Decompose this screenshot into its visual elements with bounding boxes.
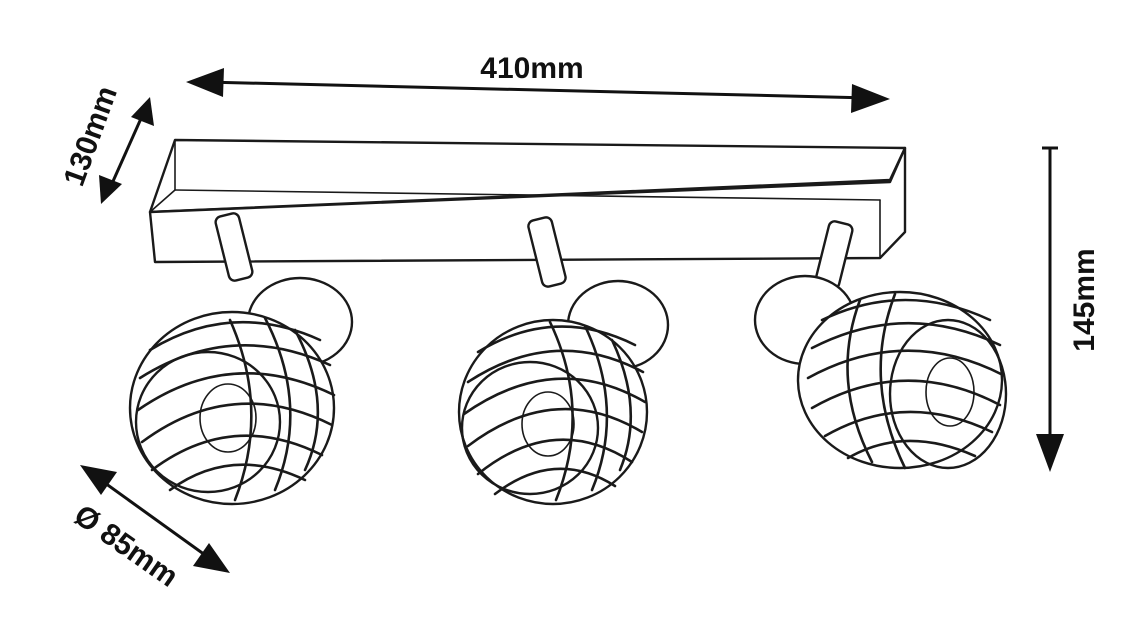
depth-label: 130mm bbox=[58, 82, 124, 190]
depth-dimension: 130mm bbox=[58, 82, 154, 204]
height-arrow-bottom-icon bbox=[1036, 434, 1064, 472]
height-label: 145mm bbox=[1068, 248, 1101, 351]
width-arrow-right-icon bbox=[851, 84, 890, 113]
width-dimension-line bbox=[204, 80, 871, 100]
width-dimension: 410mm bbox=[186, 52, 890, 113]
spotlight-left-bulb bbox=[199, 383, 257, 453]
width-arrow-left-icon bbox=[186, 68, 224, 97]
mounting-bar-left-bevel bbox=[149, 189, 176, 213]
spotlight-center-rim bbox=[460, 360, 600, 496]
spotlight-left bbox=[128, 212, 354, 506]
spotlight-left-stem bbox=[214, 212, 254, 282]
depth-dimension-line bbox=[108, 113, 145, 189]
diameter-arrow-right-icon bbox=[193, 543, 230, 573]
spotlight-right-bulb bbox=[925, 357, 975, 427]
mounting-bar-edge bbox=[174, 189, 881, 201]
mounting-bar-front-face bbox=[148, 146, 907, 264]
spotlight-right-rim bbox=[888, 318, 1008, 470]
diameter-arrow-left-icon bbox=[80, 465, 117, 495]
spotlight-left-rim bbox=[134, 350, 282, 494]
mounting-bar bbox=[148, 138, 907, 264]
spotlight-right bbox=[753, 220, 1008, 470]
spotlight-center bbox=[457, 216, 670, 506]
spotlight-center-bulb bbox=[521, 391, 575, 457]
depth-arrow-top-icon bbox=[131, 97, 154, 126]
diameter-dimension-line bbox=[97, 476, 213, 562]
width-label: 410mm bbox=[480, 52, 583, 85]
diameter-label: Ø 85mm bbox=[68, 499, 184, 594]
depth-arrow-bottom-icon bbox=[99, 175, 122, 204]
height-dimension: 145mm bbox=[1036, 146, 1101, 472]
spotlight-center-stem bbox=[527, 216, 567, 288]
